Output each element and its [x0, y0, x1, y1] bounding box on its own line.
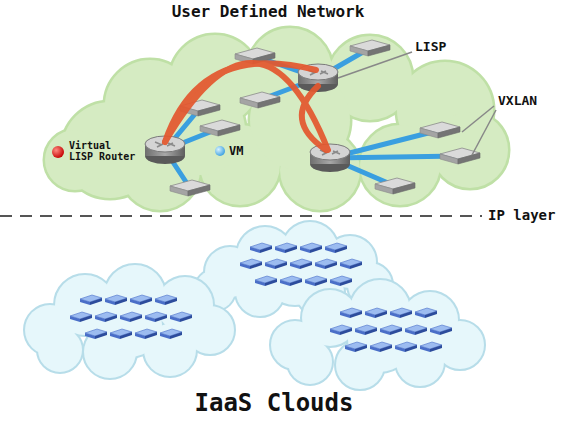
iaas-cloud	[271, 280, 484, 389]
server	[170, 180, 210, 196]
text-label: VXLAN	[498, 94, 537, 109]
vm-marker-dot	[215, 146, 225, 156]
blade	[80, 295, 102, 305]
leader-lines	[338, 52, 496, 155]
router-marker-dot	[52, 146, 64, 158]
blade	[70, 312, 92, 322]
blade	[380, 325, 402, 335]
server	[375, 178, 415, 194]
blade	[325, 243, 347, 253]
blade	[265, 259, 287, 269]
blade	[330, 276, 352, 286]
blade	[330, 325, 352, 335]
blade	[160, 329, 182, 339]
blade	[370, 342, 392, 352]
lisp-tunnels	[165, 63, 328, 150]
leader-line	[338, 52, 412, 78]
lisp-tunnel	[165, 63, 328, 150]
blade	[255, 276, 277, 286]
blade	[315, 259, 337, 269]
iaas-cloud	[25, 265, 234, 378]
text-label: VM	[228, 144, 244, 160]
server	[200, 120, 240, 136]
diagram-title: User Defined Network	[172, 3, 365, 21]
blade	[390, 308, 412, 318]
blade	[250, 243, 272, 253]
blade	[105, 295, 127, 305]
blade	[305, 276, 327, 286]
server	[350, 40, 390, 56]
text-label: IP layer	[488, 207, 555, 223]
text-label: LISP	[415, 40, 446, 55]
blade	[280, 276, 302, 286]
blade	[340, 308, 362, 318]
diagram-caption: IaaS Clouds	[195, 390, 354, 418]
blade	[145, 312, 167, 322]
leader-line	[472, 110, 496, 155]
blade	[300, 243, 322, 253]
lisp-tunnel	[165, 63, 316, 142]
blade	[345, 342, 367, 352]
blade	[120, 312, 142, 322]
blade	[155, 295, 177, 305]
blade	[420, 342, 442, 352]
ip-layer-line	[0, 215, 482, 217]
physical-servers	[70, 243, 452, 352]
blade	[110, 329, 132, 339]
leader-line	[462, 106, 494, 132]
server	[240, 92, 280, 108]
blade	[85, 329, 107, 339]
blade	[395, 342, 417, 352]
blade	[430, 325, 452, 335]
network-cloud	[45, 28, 508, 210]
lisp-tunnel	[302, 86, 326, 150]
blade	[240, 259, 262, 269]
vxlan-links	[165, 48, 460, 188]
blade	[275, 243, 297, 253]
blade	[170, 312, 192, 322]
blade	[405, 325, 427, 335]
iaas-cloud-outline	[271, 280, 484, 389]
iaas-cloud-outline	[25, 265, 234, 378]
blade	[130, 295, 152, 305]
blade	[340, 259, 362, 269]
blade	[355, 325, 377, 335]
text-label: Virtual LISP Router	[68, 139, 138, 163]
blade	[290, 259, 312, 269]
server	[420, 122, 460, 138]
network-cloud-outline	[45, 28, 508, 210]
blade	[365, 308, 387, 318]
blade	[415, 308, 437, 318]
blade	[95, 312, 117, 322]
blade	[135, 329, 157, 339]
